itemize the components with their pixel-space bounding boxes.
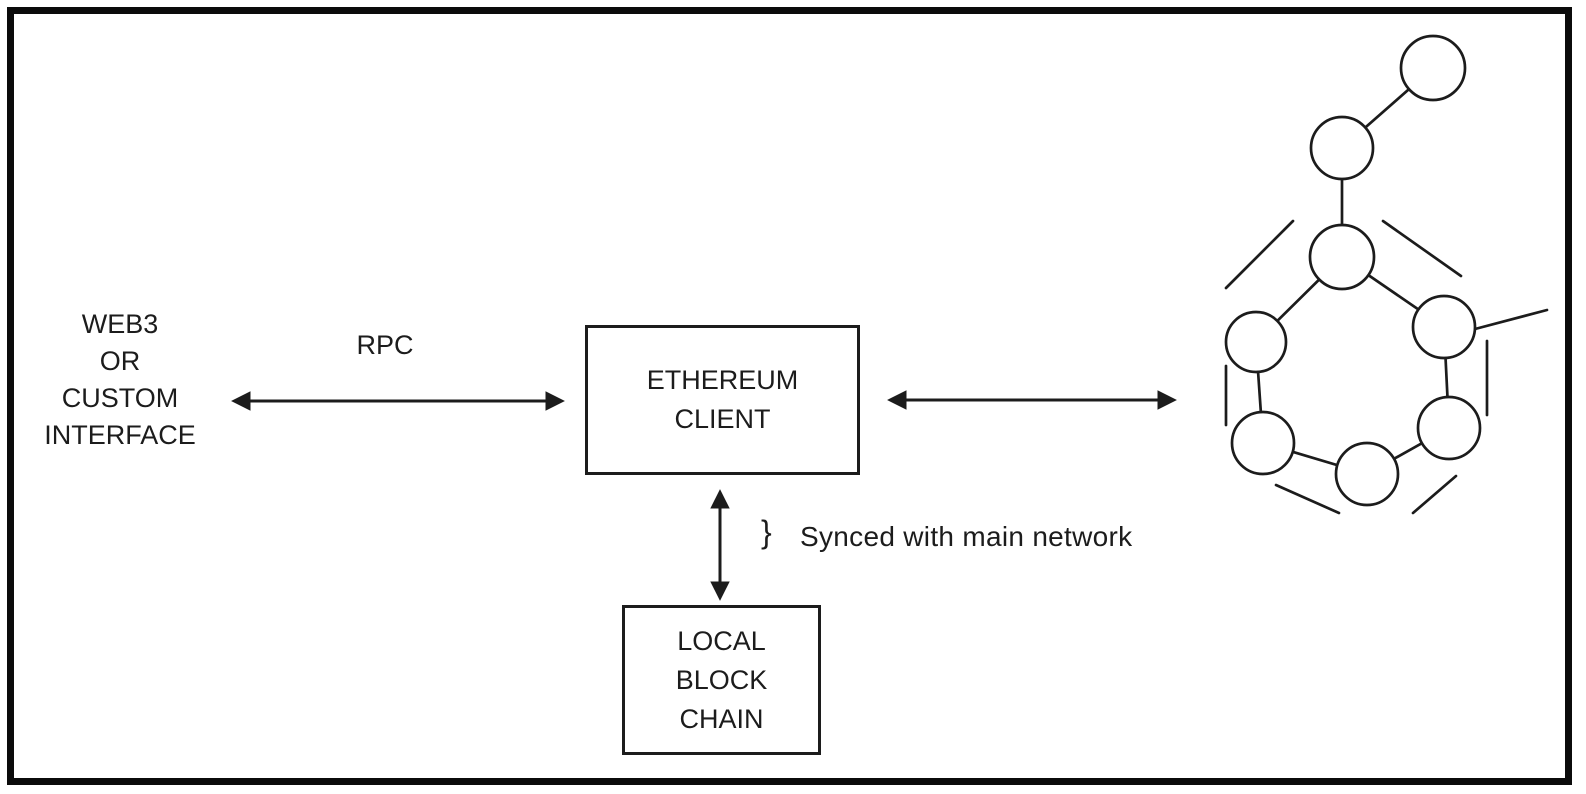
network-dash [1473, 308, 1549, 331]
network-node [1399, 34, 1467, 102]
ethereum-client-box: ETHEREUM CLIENT [585, 325, 860, 475]
network-node [1334, 441, 1400, 507]
network-node [1230, 410, 1296, 476]
network-node [1308, 223, 1376, 291]
network-dash [1224, 219, 1295, 290]
sync-note-label: Synced with main network [800, 521, 1133, 552]
network-dash [1274, 483, 1341, 515]
network-node [1411, 294, 1477, 360]
sync-brace: } [761, 514, 772, 550]
network-node [1224, 310, 1288, 374]
web3-interface-label: WEB3 OR CUSTOM INTERFACE [44, 309, 196, 450]
network-dash [1411, 474, 1458, 515]
network-node [1309, 115, 1375, 181]
local-blockchain-label: LOCAL BLOCK CHAIN [675, 625, 768, 734]
network-node [1416, 395, 1482, 461]
ethereum-client-label: ETHEREUM CLIENT [646, 365, 799, 434]
main-network-graph [1224, 34, 1549, 515]
rpc-label: RPC [356, 330, 414, 360]
network-dash [1381, 219, 1463, 278]
local-blockchain-box: LOCAL BLOCK CHAIN [622, 605, 821, 755]
diagram-border [7, 7, 1572, 785]
